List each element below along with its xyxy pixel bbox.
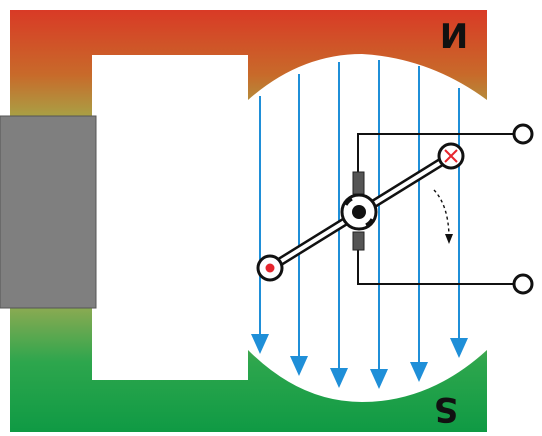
upper-brush [352,171,365,195]
terminal-bottom-icon[interactable] [512,273,534,295]
coil-core [0,115,97,309]
field-line-arrow-icon [290,356,308,376]
south-pole-yoke [10,305,487,432]
field-line-arrow-icon [251,334,269,354]
field-line-arrow-icon [370,369,388,389]
conductor-dot-icon [256,254,284,282]
field-line-arrow-icon [410,362,428,382]
terminal-top-icon[interactable] [512,123,534,145]
lower-brush [352,231,365,251]
field-line-arrow-icon [450,338,468,358]
field-lines [251,60,468,389]
upper-lead-wire [357,133,518,178]
lower-lead-wire [357,246,518,285]
field-line-arrow-icon [330,368,348,388]
rotor-axle-icon [340,193,378,231]
pole-label-south: S [434,389,459,429]
rotation-arrow-icon [433,189,453,244]
conductor-cross-icon [437,142,465,170]
pole-label-north: N [440,17,468,57]
north-pole-yoke [10,10,487,118]
